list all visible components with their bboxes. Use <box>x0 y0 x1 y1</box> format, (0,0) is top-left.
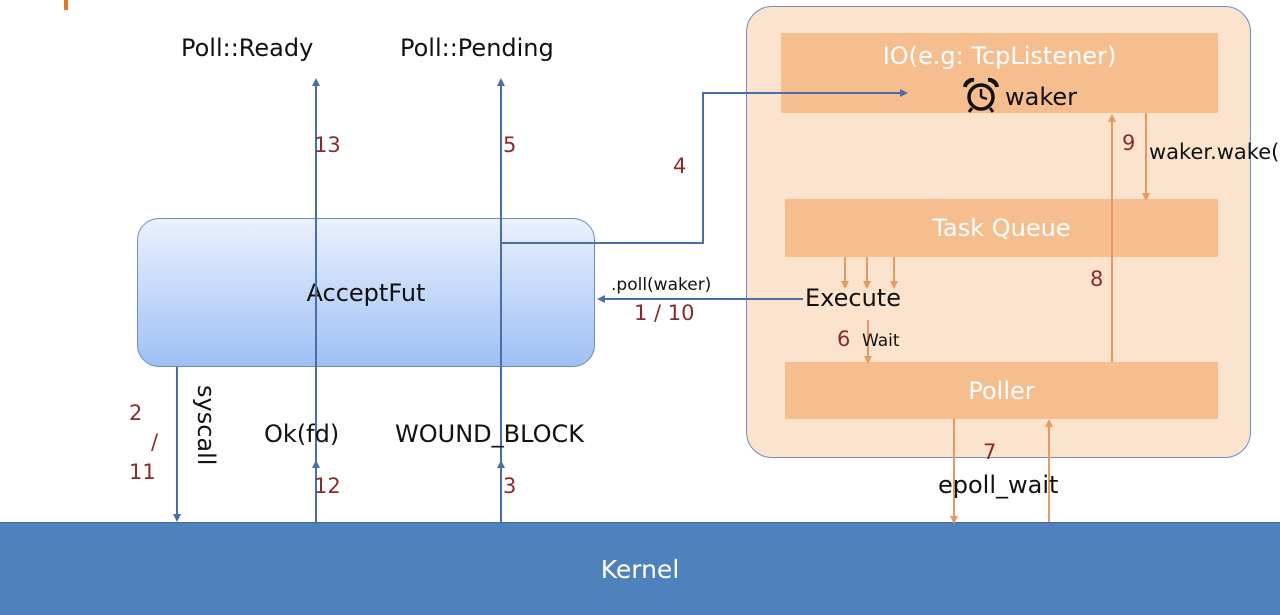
poller-box: Poller <box>785 362 1218 419</box>
wait-label: Wait <box>862 331 900 351</box>
execute-label: Execute <box>805 284 901 312</box>
io-title: IO(e.g: TcpListener) <box>882 42 1117 70</box>
step-3: 3 <box>503 474 517 498</box>
io-box: IO(e.g: TcpListener) waker <box>781 33 1218 113</box>
alarm-clock-icon <box>963 77 999 113</box>
syscall-label: syscall <box>192 385 220 466</box>
ok-fd-label: Ok(fd) <box>264 420 340 448</box>
step-4: 4 <box>673 154 687 178</box>
epoll-wait-label: epoll_wait <box>938 471 1059 499</box>
would-block-label: WOUND_BLOCK <box>395 420 584 448</box>
poll-waker-label: .poll(waker) <box>611 275 712 295</box>
step-7: 7 <box>983 440 997 464</box>
step-13: 13 <box>314 133 341 157</box>
arrow-4 <box>501 89 908 244</box>
step-6: 6 <box>837 327 851 351</box>
step-12: 12 <box>314 474 341 498</box>
task-queue-box: Task Queue <box>785 199 1218 257</box>
step-11: 11 <box>129 460 156 484</box>
poll-ready-label: Poll::Ready <box>181 34 314 62</box>
step-9: 9 <box>1122 131 1136 155</box>
io-waker: waker <box>961 77 1077 113</box>
io-waker-label: waker <box>1005 83 1078 111</box>
step-5: 5 <box>503 133 517 157</box>
corner-mark <box>64 0 68 10</box>
poll-pending-label: Poll::Pending <box>400 34 554 62</box>
step-slash: / <box>151 430 159 454</box>
waker-wake-label: waker.wake() <box>1149 140 1280 164</box>
step-8: 8 <box>1090 267 1104 291</box>
step-2: 2 <box>129 401 143 425</box>
kernel-bar: Kernel <box>0 522 1280 615</box>
step-1-10: 1 / 10 <box>634 301 695 325</box>
